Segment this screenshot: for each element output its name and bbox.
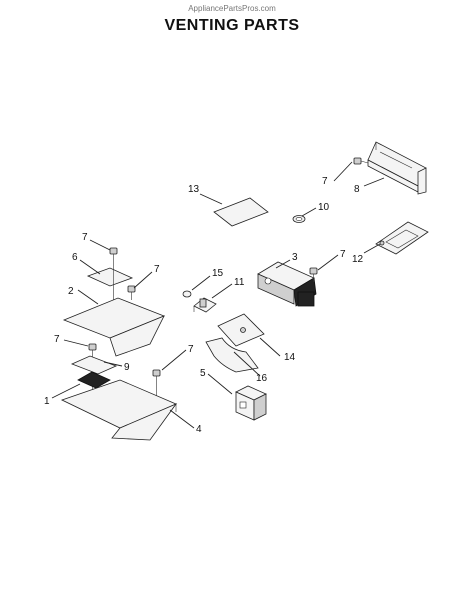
part-7-screw-mid-left	[127, 285, 136, 300]
callout-13: 13	[188, 184, 200, 195]
part-6-box-housing	[235, 385, 267, 421]
part-1-plate	[77, 371, 111, 389]
callout-7-top-right: 7	[322, 176, 328, 187]
page-title: VENTING PARTS	[164, 17, 300, 34]
part-13-gasket	[213, 197, 269, 227]
callout-1: 1	[44, 396, 50, 407]
callout-7-lower-left: 7	[54, 334, 60, 345]
callout-14: 14	[284, 352, 296, 363]
leader-lines	[51, 161, 385, 429]
callout-7-left-upper: 7	[82, 232, 88, 243]
callout-8: 8	[354, 184, 360, 195]
callout-16: 16	[256, 373, 268, 384]
part-7-screw-top-right	[353, 157, 369, 165]
callout-5: 6	[72, 252, 78, 263]
part-7-screw-motor	[309, 267, 318, 282]
callout-4: 4	[196, 424, 202, 435]
part-7-screw-base	[152, 369, 161, 398]
callout-labels: 7 8 13 10 3 7 12 7 6 7 15 11 2 7 9 7 14 …	[44, 176, 364, 435]
part-15-nut	[182, 290, 192, 298]
part-9-gasket	[70, 355, 118, 375]
part-3-vent-motor	[257, 261, 317, 307]
part-8-vent-bracket	[367, 141, 427, 195]
watermark: AppliancePartsPros.com	[188, 4, 276, 13]
callout-2: 2	[68, 286, 74, 297]
part-5-gasket	[86, 267, 134, 287]
callout-10: 10	[318, 202, 330, 213]
part-12-plate	[375, 221, 429, 255]
part-11-bracket	[193, 297, 217, 313]
callout-12: 12	[352, 254, 364, 265]
part-14-plate	[217, 313, 265, 347]
callout-7-motor: 7	[340, 249, 346, 260]
part-10-ring	[292, 215, 306, 223]
callout-3: 3	[292, 252, 298, 263]
part-2-plate	[62, 297, 166, 357]
callout-7-base: 7	[188, 344, 194, 355]
part-16-baffle	[205, 337, 259, 373]
part-4-base-panel	[60, 379, 178, 441]
callout-15: 15	[212, 268, 224, 279]
callout-9: 9	[124, 362, 130, 373]
callout-7-mid-left: 7	[154, 264, 160, 275]
callout-11: 11	[234, 277, 245, 288]
callout-6: 5	[200, 368, 206, 379]
